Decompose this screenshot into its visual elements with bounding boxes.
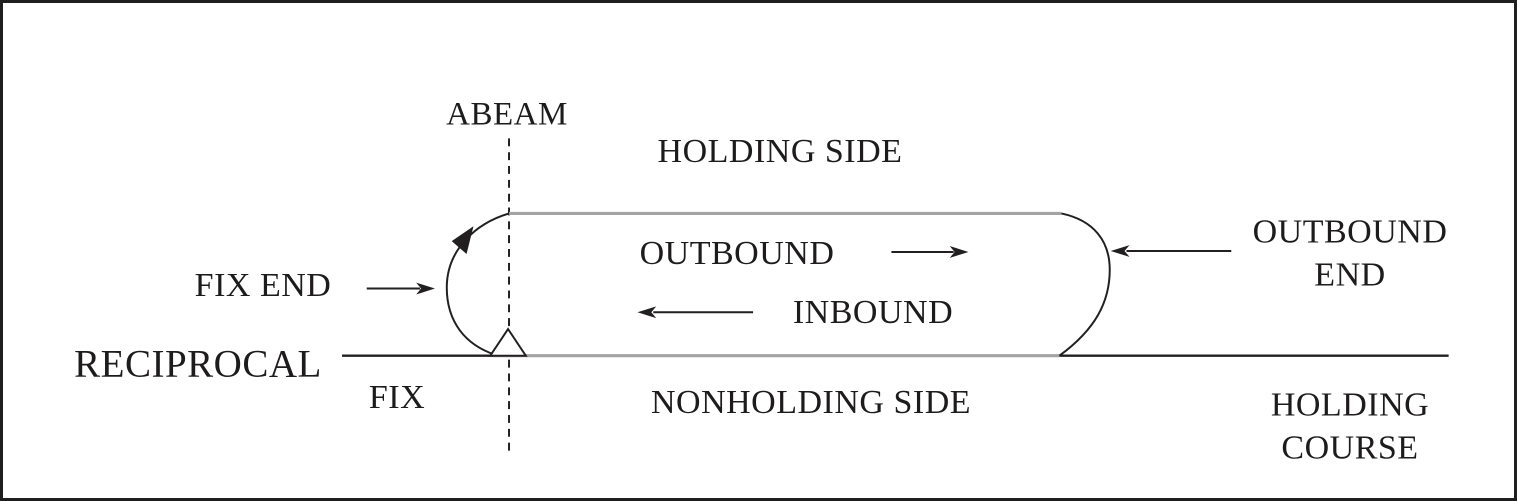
nonholding-side-label: NONHOLDING SIDE xyxy=(650,383,972,421)
holding-course-label: HOLDING COURSE xyxy=(1271,385,1429,470)
holding-course-label-line1: HOLDING xyxy=(1270,386,1430,424)
diagram-geometry xyxy=(342,138,1449,453)
fix-triangle-icon xyxy=(488,327,528,357)
outbound-end-label: OUTBOUND END xyxy=(1253,212,1448,297)
fix-end-label: FIX END xyxy=(194,266,332,304)
fix-label: FIX xyxy=(368,378,426,416)
outbound-end-turn-arc xyxy=(1058,212,1111,357)
abeam-label: ABEAM xyxy=(446,96,568,133)
holding-side-label: HOLDING SIDE xyxy=(657,132,903,170)
outbound-arrow-icon xyxy=(949,246,969,258)
inbound-arrow-icon xyxy=(637,306,657,319)
fix-end-turn-arrowhead-icon xyxy=(451,226,474,254)
outbound-end-label-line2: END xyxy=(1314,256,1386,293)
inbound-label: INBOUND xyxy=(792,293,954,331)
outbound-end-arrow-icon xyxy=(1110,245,1130,257)
fix-end-arrow-icon xyxy=(416,282,435,295)
holding-course-label-line2: COURSE xyxy=(1281,429,1419,466)
outbound-label: OUTBOUND xyxy=(639,234,835,272)
reciprocal-label: RECIPROCAL xyxy=(74,342,322,386)
fix-end-turn-arc xyxy=(445,212,510,356)
outbound-end-label-line1: OUTBOUND xyxy=(1252,213,1448,251)
